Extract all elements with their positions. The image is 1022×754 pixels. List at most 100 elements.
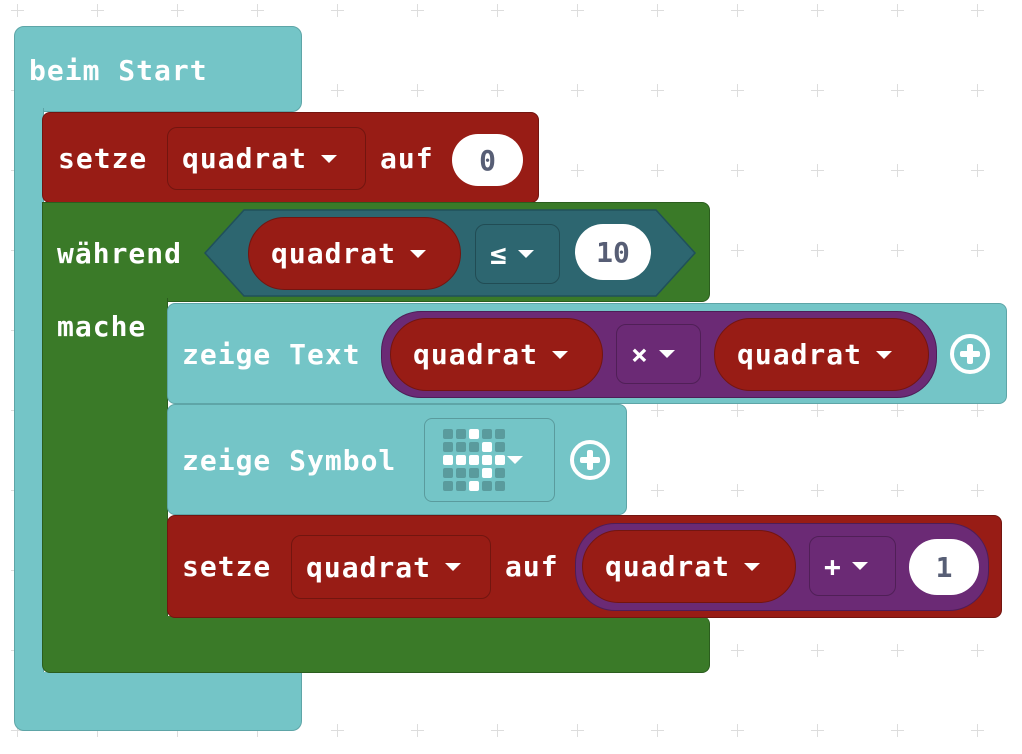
dropdown-caret-icon — [321, 154, 338, 163]
operator-symbol: × — [631, 337, 649, 371]
dropdown-caret-icon — [876, 350, 893, 359]
grid-plus — [891, 724, 904, 737]
grid-plus — [891, 4, 904, 17]
led-pixel — [495, 481, 505, 491]
grid-plus — [891, 84, 904, 97]
led-pixel — [482, 455, 492, 465]
grid-plus — [411, 84, 424, 97]
expand-plus-icon[interactable] — [950, 334, 990, 374]
led-pixel — [456, 442, 466, 452]
left-variable-dropdown[interactable]: quadrat — [582, 530, 796, 603]
variable-name: quadrat — [737, 338, 863, 371]
grid-plus — [891, 164, 904, 177]
dropdown-caret-icon — [851, 562, 868, 570]
while-label: während — [57, 237, 183, 270]
grid-plus — [891, 404, 904, 417]
led-pixel — [482, 442, 492, 452]
led-pixel — [469, 468, 479, 478]
grid-plus — [331, 4, 344, 17]
led-pixel — [469, 481, 479, 491]
led-pixel — [482, 481, 492, 491]
on-start-block[interactable] — [14, 26, 302, 112]
while-stem — [42, 298, 168, 620]
variable-name: quadrat — [182, 142, 308, 175]
led-pixel — [443, 442, 453, 452]
grid-plus — [971, 724, 984, 737]
grid-plus — [651, 484, 664, 497]
variable-name: quadrat — [605, 550, 731, 583]
grid-plus — [571, 84, 584, 97]
grid-plus — [811, 4, 824, 17]
grid-plus — [91, 4, 104, 17]
grid-plus — [891, 484, 904, 497]
grid-plus — [651, 404, 664, 417]
grid-plus — [651, 164, 664, 177]
on-start-label: beim Start — [29, 54, 208, 87]
grid-plus — [571, 164, 584, 177]
led-pixel — [469, 442, 479, 452]
expand-plus-icon[interactable] — [570, 440, 610, 480]
led-pixel — [443, 481, 453, 491]
grid-plus — [971, 4, 984, 17]
while-footer — [42, 616, 710, 673]
grid-plus — [811, 404, 824, 417]
to-label: auf — [380, 142, 434, 175]
do-label: mache — [57, 310, 147, 343]
grid-plus — [731, 164, 744, 177]
led-pixel — [482, 429, 492, 439]
grid-plus — [971, 244, 984, 257]
dropdown-caret-icon — [744, 562, 761, 571]
led-pixel — [456, 481, 466, 491]
left-variable-dropdown[interactable]: quadrat — [390, 318, 603, 391]
grid-plus — [491, 724, 504, 737]
led-pixel — [456, 429, 466, 439]
led-pixel — [443, 468, 453, 478]
grid-plus — [731, 484, 744, 497]
grid-plus — [331, 84, 344, 97]
grid-plus — [811, 484, 824, 497]
grid-plus — [891, 244, 904, 257]
grid-plus — [491, 84, 504, 97]
compare-value-input[interactable]: 10 — [575, 224, 651, 280]
grid-plus — [731, 4, 744, 17]
grid-plus — [811, 724, 824, 737]
add-value-input[interactable]: 1 — [909, 539, 979, 595]
variable-dropdown[interactable]: quadrat — [291, 535, 491, 599]
operator-dropdown[interactable]: ≤ — [475, 224, 560, 284]
grid-plus — [811, 644, 824, 657]
grid-plus — [971, 164, 984, 177]
set-label: setze — [182, 550, 272, 583]
grid-plus — [731, 404, 744, 417]
grid-plus — [811, 164, 824, 177]
grid-plus — [651, 4, 664, 17]
operator-symbol: ≤ — [490, 237, 508, 271]
led-pixel — [456, 468, 466, 478]
grid-plus — [571, 4, 584, 17]
right-variable-dropdown[interactable]: quadrat — [714, 318, 929, 391]
dropdown-caret-icon — [507, 456, 523, 464]
grid-plus — [331, 724, 344, 737]
led-pixel — [495, 455, 505, 465]
grid-plus — [971, 484, 984, 497]
math-operator-dropdown[interactable]: × — [616, 324, 701, 384]
variable-dropdown[interactable]: quadrat — [167, 127, 366, 190]
variable-name: quadrat — [271, 237, 397, 270]
set-label: setze — [58, 142, 148, 175]
led-pixel — [456, 455, 466, 465]
grid-plus — [651, 724, 664, 737]
led-pixel — [443, 429, 453, 439]
dropdown-caret-icon — [517, 250, 534, 258]
grid-plus — [571, 724, 584, 737]
grid-plus — [731, 244, 744, 257]
grid-plus — [731, 724, 744, 737]
icon-dropdown[interactable] — [424, 418, 555, 502]
math-operator-dropdown[interactable]: + — [809, 536, 896, 596]
grid-plus — [731, 84, 744, 97]
grid-plus — [11, 724, 24, 737]
grid-plus — [491, 4, 504, 17]
dropdown-caret-icon — [658, 350, 675, 358]
on-start-stem — [14, 108, 44, 678]
condition-variable-dropdown[interactable]: quadrat — [248, 217, 461, 290]
grid-plus — [651, 84, 664, 97]
value-input[interactable]: 0 — [452, 134, 523, 186]
